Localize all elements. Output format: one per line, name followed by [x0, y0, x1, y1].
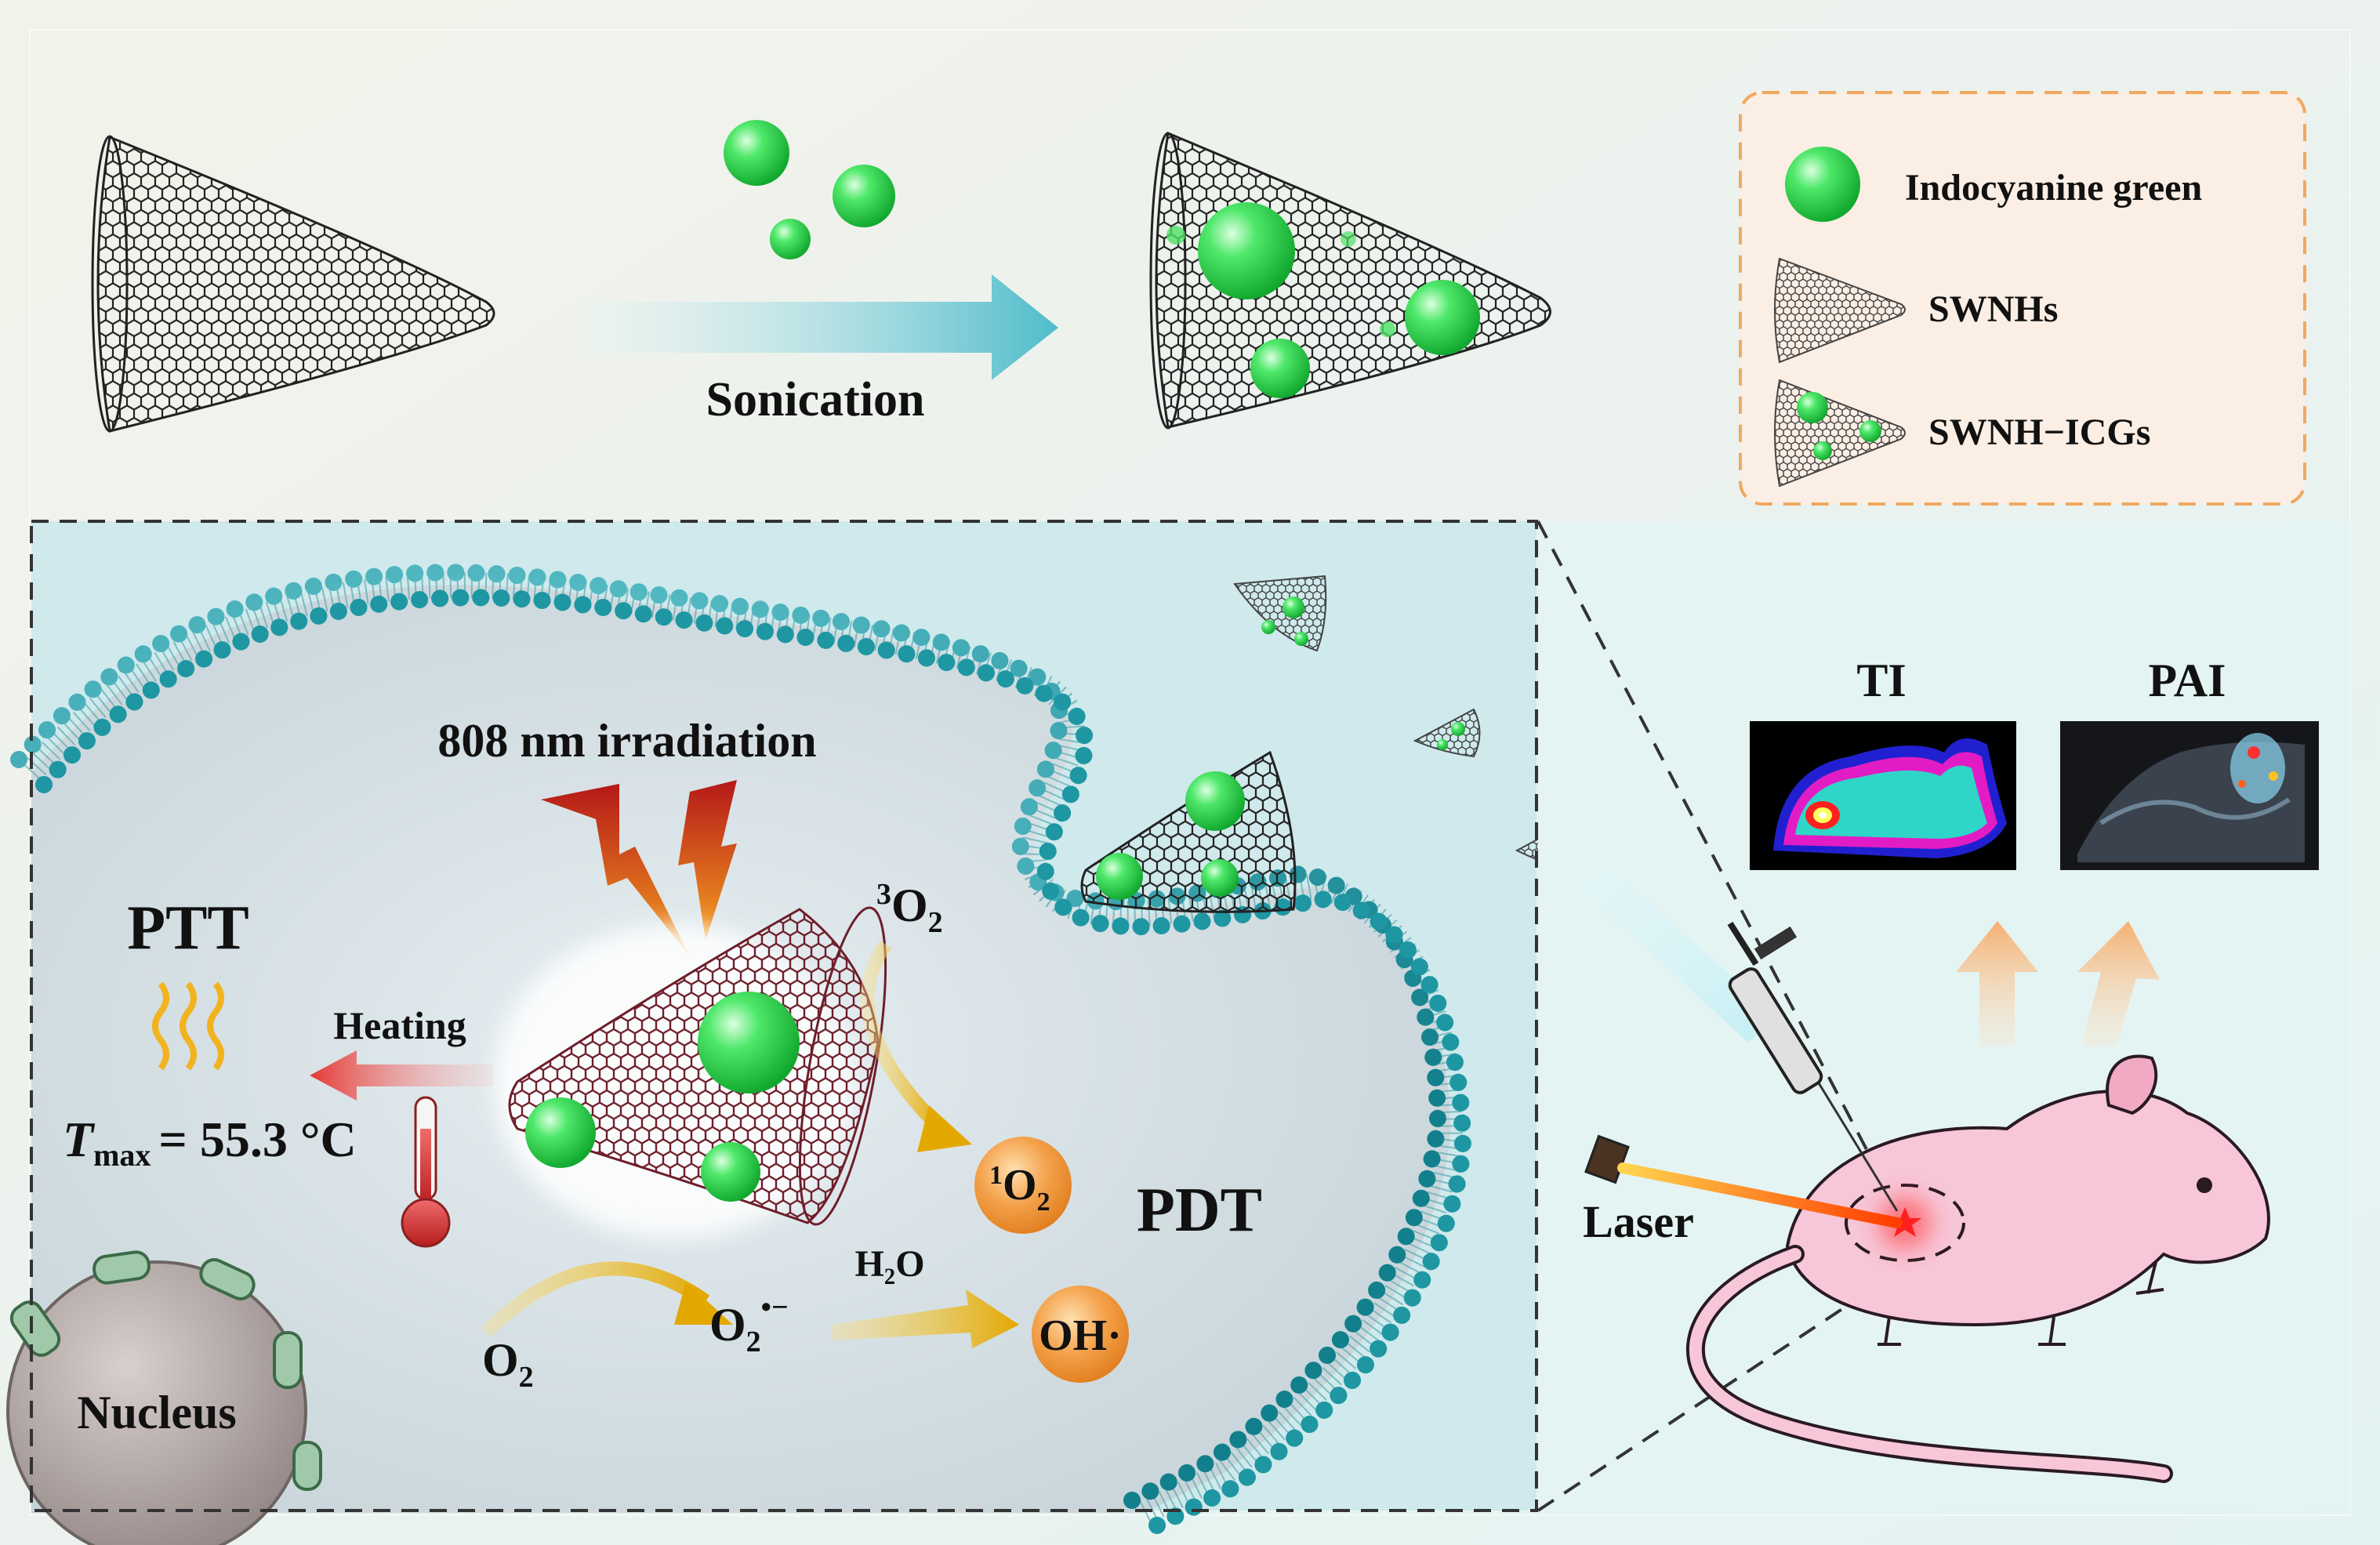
lightning-bolt-icon [541, 780, 737, 956]
sonication-arrow [580, 274, 1058, 380]
photoacoustic-image [2060, 721, 2319, 870]
mouse [1685, 1054, 2270, 1483]
swnh-icg-cone-loaded [1149, 131, 1551, 430]
oxygen-to-superoxide-arrow [481, 1261, 733, 1338]
triplet-oxygen-sub: 2 [928, 906, 943, 939]
ti-label: TI [1856, 655, 1906, 706]
superoxide-sup: •− [761, 1291, 789, 1324]
heating-arrow [310, 1050, 494, 1101]
singlet-oxygen-sup: 1 [989, 1161, 1003, 1190]
singlet-oxygen-label: 1O2 [989, 1161, 1050, 1217]
water-label: H₂O [854, 1243, 924, 1285]
singlet-oxygen-base: O [1003, 1161, 1037, 1210]
swnh-icg-cone-entering [1080, 750, 1297, 913]
irradiation-label: 808 nm irradiation [437, 715, 816, 767]
heat-wave-icon [152, 981, 224, 1071]
legend-label-icg: Indocyanine green [1905, 167, 2202, 209]
singlet-oxygen-sub: 2 [1037, 1188, 1050, 1217]
legend-label-swnhs: SWNHs [1928, 288, 2058, 330]
legend-label-swnh-icgs: SWNH−ICGs [1928, 412, 2150, 453]
mouse-panel-background [1538, 521, 2350, 1511]
tmax-value: = 55.3 °C [158, 1112, 356, 1167]
laser-device-icon [1584, 1134, 1903, 1228]
injection-beam [1552, 831, 1780, 1043]
triplet-oxygen-label: 3O2 [876, 878, 943, 939]
icg-sphere-icon [1785, 147, 1860, 222]
tmax-sub: max [93, 1137, 151, 1173]
hydroxyl-ball [1032, 1286, 1129, 1383]
triplet-oxygen-base: O [891, 879, 928, 931]
thermal-image [1750, 721, 2016, 870]
swnh-icg-small-cone-2 [1413, 708, 1481, 758]
superoxide-base: O [709, 1299, 746, 1351]
tmax-label: Tmax= 55.3 °C [63, 1112, 357, 1173]
zoom-lines [1536, 520, 1907, 1512]
sonication-label: Sonication [706, 373, 924, 426]
hydroxyl-label: OH· [1039, 1311, 1122, 1360]
swnh-icg-cone-icon [1774, 379, 1906, 488]
ptt-label: PTT [127, 894, 249, 963]
triplet-oxygen-sup: 3 [876, 878, 891, 911]
swnh-icg-cone-active [508, 906, 887, 1226]
nucleus [6, 1250, 322, 1545]
swnh-icg-small-cone-1 [1233, 575, 1327, 652]
superoxide-to-hydroxyl-arrow [831, 1289, 1019, 1348]
thermometer-icon [401, 1096, 451, 1248]
oxygen-sub: 2 [519, 1361, 534, 1394]
heating-label: Heating [333, 1003, 466, 1047]
up-arrow-icon [1956, 921, 2160, 1046]
superoxide-sub: 2 [746, 1326, 761, 1358]
legend-box [1739, 91, 2306, 506]
superoxide-label: O2•− [709, 1291, 789, 1358]
pai-label: PAI [2149, 655, 2226, 706]
syringe-icon [1727, 921, 1899, 1212]
oxygen-base: O [482, 1334, 519, 1386]
legend: Indocyanine green SWNHs SWNH−ICGs [1739, 91, 2306, 506]
swnh-cone-empty [91, 135, 495, 433]
nucleus-label: Nucleus [77, 1387, 236, 1438]
oxygen-label: O2 [482, 1334, 534, 1394]
svg-text:Tmax= 55.3 °C: Tmax= 55.3 °C [63, 1112, 357, 1173]
triplet-to-singlet-arrow [860, 940, 972, 1152]
pdt-label: PDT [1137, 1176, 1262, 1245]
swnh-cone-icon [1774, 257, 1906, 364]
tmax-t: T [63, 1112, 96, 1167]
cell-panel-frame [30, 520, 1538, 1512]
icg-molecules-free [724, 120, 895, 259]
singlet-oxygen-ball [974, 1137, 1072, 1234]
laser-label: Laser [1583, 1196, 1694, 1247]
